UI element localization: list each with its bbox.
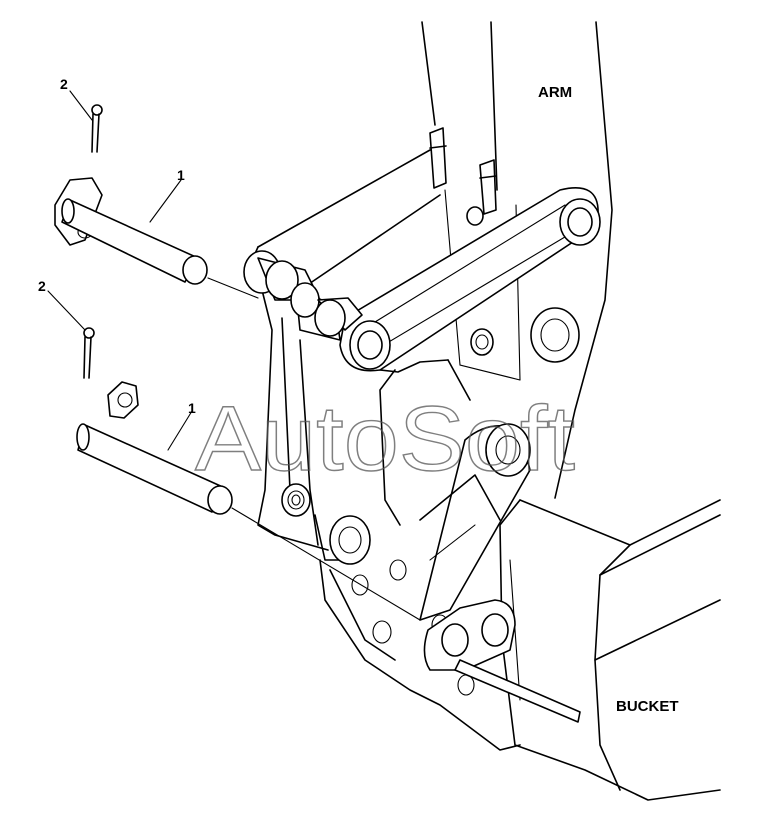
main-bracket: [319, 359, 531, 751]
cotter-upper: [91, 104, 103, 153]
connecting-rod: [339, 186, 601, 372]
arm: [421, 21, 613, 499]
cotter-lower: [83, 327, 95, 379]
lower-link-plate: [423, 599, 581, 723]
bushing-stack: [257, 257, 363, 341]
callout-cotter-upper: 2: [60, 76, 68, 92]
pin-lower: [76, 381, 421, 621]
bucket-label: BUCKET: [616, 698, 679, 715]
arm-label: ARM: [538, 84, 572, 101]
pin-upper: [54, 177, 259, 299]
left-link: [243, 149, 441, 561]
watermark: AutoSoft: [195, 388, 575, 490]
leader-lines: [47, 90, 193, 451]
callout-pin-lower: 1: [188, 400, 196, 416]
bucket: [499, 499, 721, 801]
callout-pin-upper: 1: [177, 167, 185, 183]
callout-cotter-lower: 2: [38, 278, 46, 294]
